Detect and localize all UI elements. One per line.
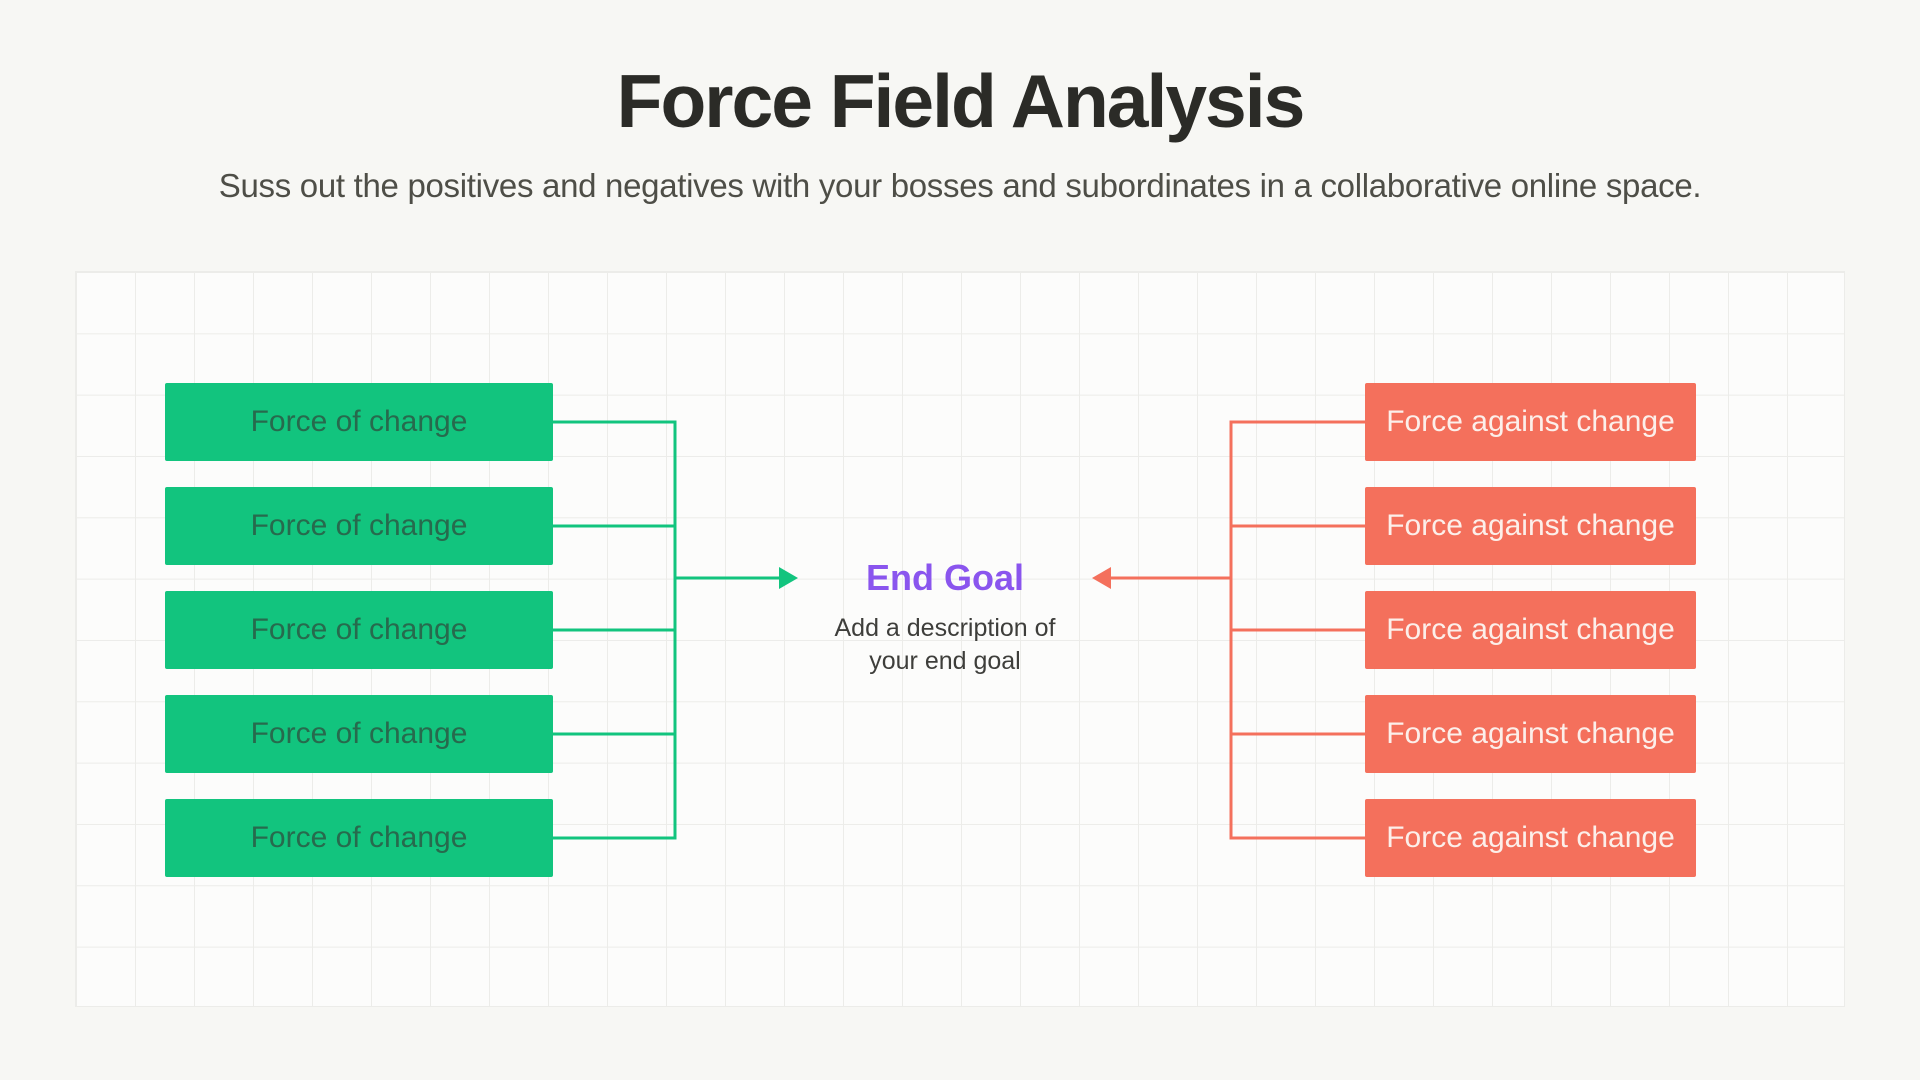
- restraining-force-label: Force against change: [1386, 613, 1675, 646]
- driving-force-label: Force of change: [250, 613, 468, 646]
- end-goal-title[interactable]: End Goal: [865, 557, 1024, 598]
- restraining-force-box[interactable]: Force against change: [1365, 591, 1696, 669]
- driving-force-label: Force of change: [250, 717, 468, 750]
- end-goal: End Goal Add a description of your end g…: [820, 556, 1070, 678]
- driving-force-box[interactable]: Force of change: [165, 695, 553, 773]
- driving-force-box[interactable]: Force of change: [165, 799, 553, 877]
- driving-force-box[interactable]: Force of change: [165, 487, 553, 565]
- restraining-force-label: Force against change: [1386, 509, 1675, 542]
- restraining-force-box[interactable]: Force against change: [1365, 695, 1696, 773]
- end-goal-description[interactable]: Add a description of your end goal: [834, 614, 1056, 675]
- driving-force-box[interactable]: Force of change: [165, 383, 553, 461]
- restraining-force-box[interactable]: Force against change: [1365, 799, 1696, 877]
- driving-force-label: Force of change: [250, 509, 468, 542]
- restraining-force-label: Force against change: [1386, 405, 1675, 438]
- restraining-force-box[interactable]: Force against change: [1365, 487, 1696, 565]
- driving-force-box[interactable]: Force of change: [165, 591, 553, 669]
- page-subtitle: Suss out the positives and negatives wit…: [218, 167, 1702, 204]
- restraining-force-box[interactable]: Force against change: [1365, 383, 1696, 461]
- driving-force-label: Force of change: [250, 405, 468, 438]
- driving-force-label: Force of change: [250, 821, 468, 854]
- page-title: Force Field Analysis: [616, 59, 1306, 143]
- restraining-force-label: Force against change: [1386, 717, 1675, 750]
- restraining-force-label: Force against change: [1386, 821, 1675, 854]
